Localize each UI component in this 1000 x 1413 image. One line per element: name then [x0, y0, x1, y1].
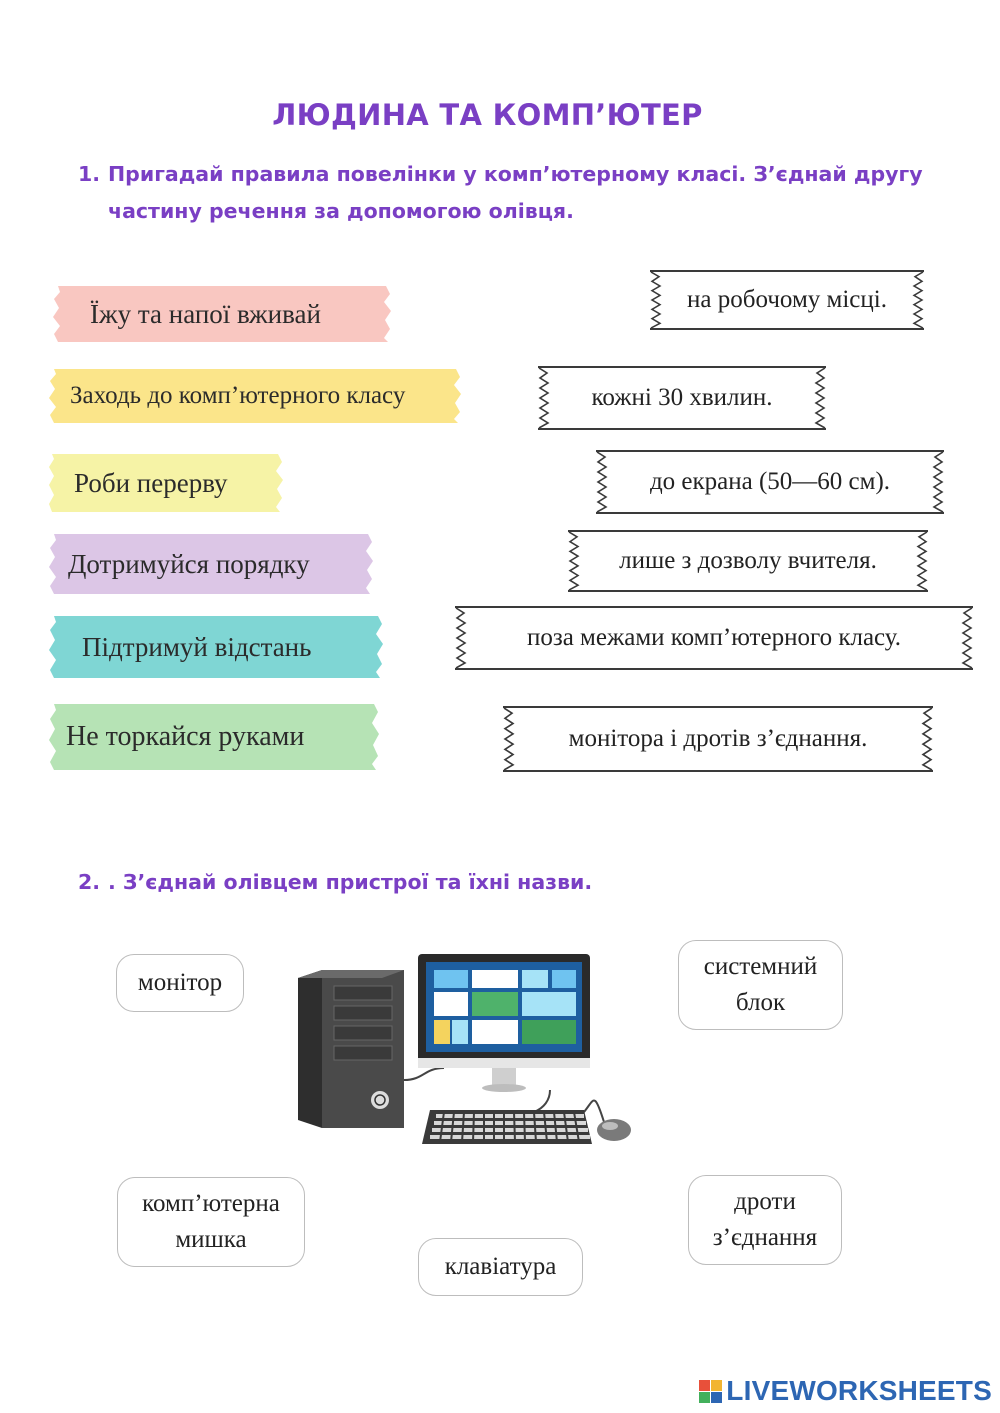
left-phrase-3-text: Роби перерву	[74, 467, 228, 498]
task-1-instruction: 1. Пригадай правила повелінки у комп’юте…	[78, 156, 958, 236]
right-phrase-4-text: лише з дозволу вчителя.	[619, 547, 877, 574]
right-phrase-2-text: кожні 30 хвилин.	[591, 384, 773, 411]
monitor-image	[418, 954, 590, 1092]
left-phrase-6-text: Не торкайся руками	[66, 721, 305, 752]
task-2-number: 2.	[78, 870, 101, 894]
cable	[583, 1099, 605, 1123]
right-phrase-1-text: на робочому місці.	[687, 286, 887, 313]
right-phrase-5[interactable]: поза межами комп’ютерного класу.	[455, 606, 973, 670]
tape-shape	[49, 454, 283, 512]
right-phrase-4[interactable]: лише з дозволу вчителя.	[568, 530, 928, 592]
right-phrase-6[interactable]: монітора і дротів з’єднання.	[503, 706, 933, 772]
label-wires-line2: з’єднання	[712, 1224, 818, 1251]
right-phrase-3-text: до екрана (50—60 см).	[649, 468, 891, 495]
left-phrase-2-text: Заходь до комп’ютерного класу	[70, 382, 406, 409]
cable	[403, 1067, 445, 1081]
label-system-unit[interactable]: системний блок	[678, 940, 843, 1030]
tape-shape	[49, 616, 383, 678]
right-phrase-6-text: монітора і дротів з’єднання.	[568, 725, 868, 752]
label-computer-mouse[interactable]: комп’ютерна мишка	[117, 1177, 305, 1267]
task-2-text: . З’єднай олівцем пристрої та їхні назви…	[108, 870, 593, 894]
zigzag-edge-right	[921, 708, 933, 770]
task-1-text: Пригадай правила повелінки у комп’ютерно…	[108, 162, 923, 223]
zigzag-edge-left	[650, 272, 662, 328]
left-phrase-5[interactable]: Підтримуй відстань	[48, 614, 384, 680]
cable	[533, 1089, 551, 1113]
right-phrase-2[interactable]: кожні 30 хвилин.	[538, 366, 826, 430]
zigzag-edge-right	[912, 272, 924, 328]
zigzag-edge-left	[596, 452, 608, 512]
liveworksheets-logo-icon	[699, 1379, 723, 1403]
left-phrase-6[interactable]: Не торкайся руками	[48, 702, 380, 772]
label-monitor-text: монітор	[137, 969, 223, 996]
liveworksheets-brand: LIVEWORKSHEETS	[699, 1375, 992, 1407]
tape-shape	[53, 286, 391, 342]
label-system-unit-line2: блок	[735, 989, 786, 1016]
system-unit-image	[298, 970, 404, 1128]
mouse-image	[597, 1119, 631, 1141]
zigzag-edge-left	[538, 368, 550, 428]
tape-shape	[49, 369, 461, 423]
label-mouse-line2: мишка	[175, 1226, 247, 1253]
left-phrase-4[interactable]: Дотримуйся порядку	[48, 532, 374, 596]
right-phrase-5-text: поза межами комп’ютерного класу.	[526, 624, 902, 651]
computer-illustration	[298, 954, 631, 1144]
label-wires-line1: дроти	[734, 1188, 796, 1215]
label-monitor[interactable]: монітор	[116, 954, 244, 1012]
tape-shape	[49, 704, 379, 770]
zigzag-edge-right	[932, 452, 944, 512]
label-keyboard-text: клавіатура	[444, 1253, 557, 1280]
right-phrase-1[interactable]: на робочому місці.	[650, 270, 924, 330]
zigzag-edge-left	[568, 532, 580, 590]
zigzag-edge-left	[503, 708, 515, 770]
label-mouse-line1: комп’ютерна	[142, 1190, 280, 1217]
zigzag-edge-right	[814, 368, 826, 428]
left-phrase-1[interactable]: Їжу та напої вживай	[52, 284, 392, 344]
right-phrase-3[interactable]: до екрана (50—60 см).	[596, 450, 944, 514]
label-wires[interactable]: дроти з’єднання	[688, 1175, 842, 1265]
left-phrase-2[interactable]: Заходь до комп’ютерного класу	[48, 367, 462, 425]
zigzag-edge-left	[455, 608, 467, 668]
label-keyboard[interactable]: клавіатура	[418, 1238, 583, 1296]
left-phrase-3[interactable]: Роби перерву	[48, 452, 284, 514]
tape-shape	[49, 534, 373, 594]
keyboard-image	[422, 1110, 592, 1144]
zigzag-edge-right	[961, 608, 973, 668]
left-phrase-4-text: Дотримуйся порядку	[68, 548, 310, 579]
zigzag-edge-right	[916, 532, 928, 590]
task-2-instruction: 2. . З’єднай олівцем пристрої та їхні на…	[78, 864, 878, 904]
page-title: ЛЮДИНА ТА КОМП’ЮТЕР	[272, 98, 703, 132]
brand-text: LIVEWORKSHEETS	[726, 1375, 992, 1406]
task-1-number: 1.	[78, 162, 101, 186]
left-phrase-1-text: Їжу та напої вживай	[90, 298, 321, 329]
label-system-unit-line1: системний	[703, 953, 818, 980]
left-phrase-5-text: Підтримуй відстань	[82, 631, 312, 662]
